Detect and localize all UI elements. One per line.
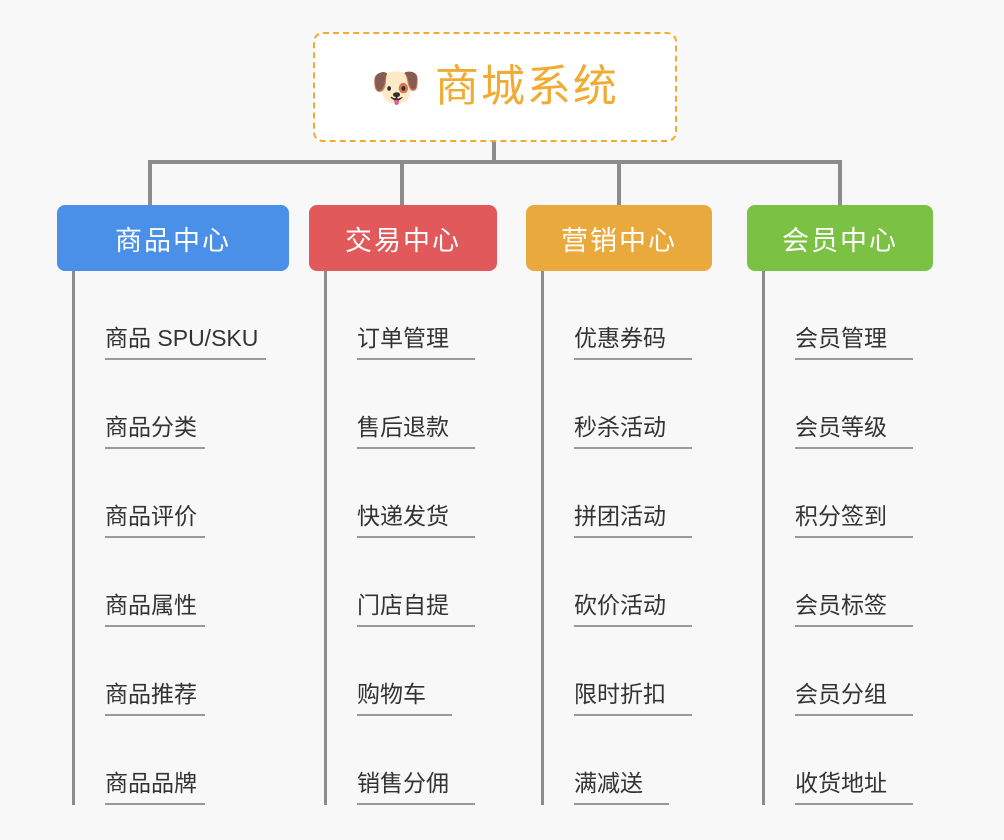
leaf-list-marketing-center: 优惠券码 秒杀活动 拼团活动 砍价活动 限时折扣 满减送 (541, 271, 712, 805)
leaf-label: 商品评价 (105, 505, 205, 538)
list-item[interactable]: 商品属性 (75, 538, 289, 627)
leaf-label: 满减送 (574, 772, 669, 805)
leaf-list-trade-center: 订单管理 售后退款 快递发货 门店自提 购物车 销售分佣 (324, 271, 497, 805)
leaf-label: 商品属性 (105, 594, 205, 627)
connector-drop-2 (400, 160, 404, 205)
list-item[interactable]: 满减送 (544, 716, 712, 805)
list-item[interactable]: 收货地址 (765, 716, 933, 805)
connector-drop-4 (838, 160, 842, 205)
leaf-label: 秒杀活动 (574, 416, 692, 449)
branch-product-center: 商品中心 商品 SPU/SKU 商品分类 商品评价 商品属性 商品推荐 商品品牌 (57, 205, 289, 805)
connector-drop-3 (617, 160, 621, 205)
leaf-label: 会员标签 (795, 594, 913, 627)
list-item[interactable]: 优惠券码 (544, 271, 712, 360)
leaf-label: 积分签到 (795, 505, 913, 538)
connector-root-stem (492, 142, 496, 163)
branch-trade-center: 交易中心 订单管理 售后退款 快递发货 门店自提 购物车 销售分佣 (309, 205, 497, 805)
list-item[interactable]: 砍价活动 (544, 538, 712, 627)
list-item[interactable]: 商品评价 (75, 449, 289, 538)
list-item[interactable]: 商品推荐 (75, 627, 289, 716)
connector-horizontal-bar (148, 160, 842, 164)
leaf-label: 拼团活动 (574, 505, 692, 538)
branch-header-trade-center[interactable]: 交易中心 (309, 205, 497, 271)
list-item[interactable]: 商品品牌 (75, 716, 289, 805)
list-item[interactable]: 会员管理 (765, 271, 933, 360)
list-item[interactable]: 限时折扣 (544, 627, 712, 716)
list-item[interactable]: 拼团活动 (544, 449, 712, 538)
branch-header-member-center[interactable]: 会员中心 (747, 205, 933, 271)
list-item[interactable]: 售后退款 (327, 360, 497, 449)
branch-marketing-center: 营销中心 优惠券码 秒杀活动 拼团活动 砍价活动 限时折扣 满减送 (526, 205, 712, 805)
leaf-label: 砍价活动 (574, 594, 692, 627)
list-item[interactable]: 会员分组 (765, 627, 933, 716)
list-item[interactable]: 门店自提 (327, 538, 497, 627)
leaf-label: 限时折扣 (574, 683, 692, 716)
leaf-label: 商品推荐 (105, 683, 205, 716)
leaf-label: 商品 SPU/SKU (105, 327, 267, 360)
root-node[interactable]: 🐶 商城系统 (313, 32, 677, 142)
leaf-label: 优惠券码 (574, 327, 692, 360)
branch-title: 交易中心 (345, 225, 461, 256)
branch-header-product-center[interactable]: 商品中心 (57, 205, 289, 271)
branch-header-marketing-center[interactable]: 营销中心 (526, 205, 712, 271)
leaf-label: 收货地址 (795, 772, 913, 805)
leaf-label: 商品品牌 (105, 772, 205, 805)
list-item[interactable]: 商品分类 (75, 360, 289, 449)
leaf-label: 购物车 (357, 683, 452, 716)
leaf-label: 销售分佣 (357, 772, 475, 805)
list-item[interactable]: 快递发货 (327, 449, 497, 538)
list-item[interactable]: 销售分佣 (327, 716, 497, 805)
list-item[interactable]: 积分签到 (765, 449, 933, 538)
branch-title: 商品中心 (115, 225, 231, 256)
leaf-label: 售后退款 (357, 416, 475, 449)
leaf-label: 会员管理 (795, 327, 913, 360)
root-title: 商城系统 (434, 62, 619, 111)
leaf-label: 会员等级 (795, 416, 913, 449)
leaf-list-product-center: 商品 SPU/SKU 商品分类 商品评价 商品属性 商品推荐 商品品牌 (72, 271, 289, 805)
dog-face-icon: 🐶 (371, 66, 421, 110)
leaf-label: 商品分类 (105, 416, 205, 449)
connector-drop-1 (148, 160, 152, 205)
list-item[interactable]: 会员标签 (765, 538, 933, 627)
list-item[interactable]: 购物车 (327, 627, 497, 716)
branch-member-center: 会员中心 会员管理 会员等级 积分签到 会员标签 会员分组 收货地址 (747, 205, 933, 805)
list-item[interactable]: 会员等级 (765, 360, 933, 449)
leaf-label: 订单管理 (357, 327, 475, 360)
list-item[interactable]: 秒杀活动 (544, 360, 712, 449)
leaf-label: 会员分组 (795, 683, 913, 716)
list-item[interactable]: 订单管理 (327, 271, 497, 360)
leaf-label: 快递发货 (357, 505, 475, 538)
branch-title: 会员中心 (782, 225, 898, 256)
branch-title: 营销中心 (561, 225, 677, 256)
list-item[interactable]: 商品 SPU/SKU (75, 271, 289, 360)
leaf-list-member-center: 会员管理 会员等级 积分签到 会员标签 会员分组 收货地址 (762, 271, 933, 805)
leaf-label: 门店自提 (357, 594, 475, 627)
